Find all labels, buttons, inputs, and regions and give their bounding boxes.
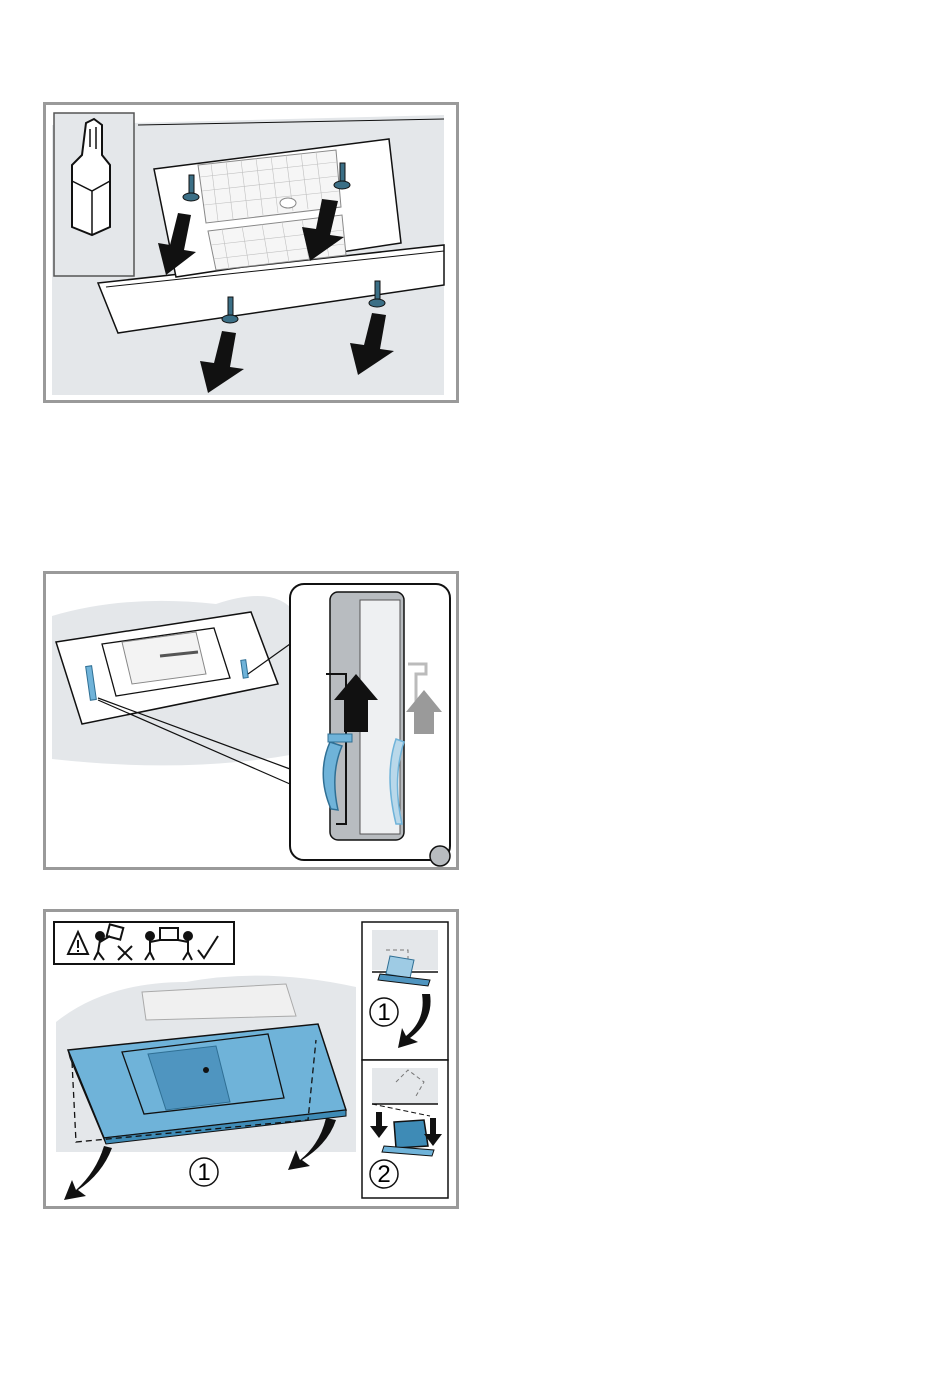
step-panel-2: 2: [362, 1060, 448, 1198]
lower-panel-illustration: 1 1 2: [46, 912, 456, 1206]
figure-lower-panel: 1 1 2: [43, 909, 459, 1209]
remove-screws-illustration: [46, 105, 456, 400]
figure-release-clips: [43, 571, 459, 870]
release-clips-illustration: [46, 574, 456, 867]
curved-arrow-icon: [64, 1146, 112, 1200]
step-panel-2-label: 2: [377, 1161, 390, 1188]
torx-bit-icon: [54, 113, 134, 276]
step-panel-1-label: 1: [377, 999, 390, 1026]
zoom-inset: [290, 584, 450, 866]
warning-bar: [54, 922, 234, 964]
figure-remove-screws: [43, 102, 459, 403]
step-label: 1: [197, 1159, 210, 1186]
step-panel-1: 1: [362, 922, 448, 1060]
clip-icon: [328, 734, 352, 742]
